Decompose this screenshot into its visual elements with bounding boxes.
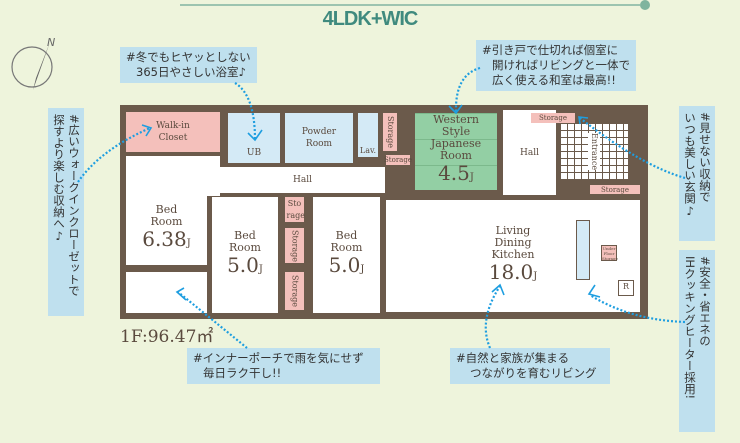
fridge: R xyxy=(618,280,634,296)
room-bed-1: Bed Room 6.38J xyxy=(126,193,207,265)
hall-1: Hall xyxy=(220,167,385,193)
callout-wic: #広いウォークインクローゼットで探すより楽しむ収納へ♪ xyxy=(48,108,84,316)
compass-icon: N xyxy=(11,36,55,90)
room-ldk: Living Dining Kitchen 18.0J Under Floor … xyxy=(386,200,640,312)
header-rule xyxy=(180,4,640,6)
storage-1: Storage xyxy=(383,113,397,151)
compass-label: N xyxy=(47,36,55,49)
header-dot xyxy=(640,0,650,10)
floor-plan: Walk-in Closet Bed Room 6.38J UB Powder … xyxy=(120,105,648,319)
room-walk-in-closet: Walk-in Closet xyxy=(126,112,220,152)
storage-4: Storage xyxy=(285,228,304,263)
underfloor-storage: Under Floor Storage xyxy=(601,245,618,261)
room-bed-3: Bed Room 5.0J xyxy=(313,197,380,313)
storage-5: Storage xyxy=(285,272,304,310)
room-lav: Lav. xyxy=(358,113,378,157)
storage-7: Storage xyxy=(590,185,640,194)
storage-3: Sto rage xyxy=(285,197,305,222)
storage-2: Storage xyxy=(384,155,412,165)
callout-entrance: #見せない収納でいつも美しい玄関♪ xyxy=(679,106,715,241)
callout-japanese-room: #引き戸で仕切れば個室に開ければリビングと一体で広く使える和室は最高!! xyxy=(476,40,636,91)
room-powder: Powder Room xyxy=(285,113,353,163)
kitchen-counter xyxy=(576,220,590,280)
entrance: Entrance xyxy=(560,123,628,180)
storage-6: Storage xyxy=(531,113,575,123)
callout-living: #自然と家族が集まるつながりを育むリビング xyxy=(450,348,610,384)
inner-porch xyxy=(126,272,207,313)
plan-title: 4LDK+WIC xyxy=(322,8,419,30)
hall-2: Hall xyxy=(503,110,556,195)
callout-porch: #インナーポーチで雨を気にせず毎日ラク干し!! xyxy=(187,348,380,384)
room-japanese: Western Style Japanese Room 4.5J xyxy=(415,113,497,190)
room-bed-2: Bed Room 5.0J xyxy=(212,197,278,313)
floor-area: 1F:96.47㎡ xyxy=(120,327,214,347)
room-ub: UB xyxy=(228,113,280,163)
room-bed-1-upper xyxy=(126,156,220,196)
